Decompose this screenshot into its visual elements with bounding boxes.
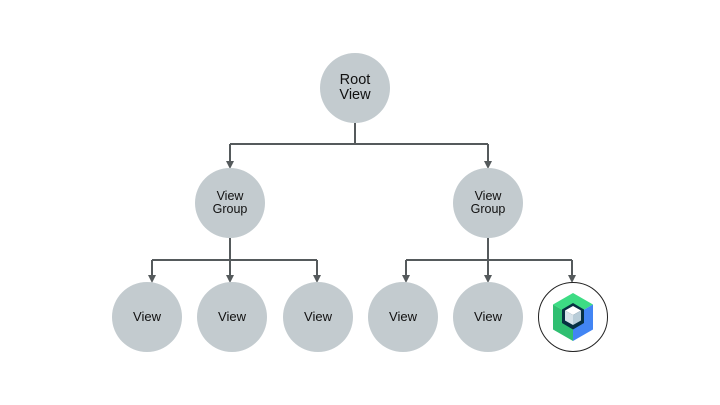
- view-label: View: [304, 309, 332, 325]
- root-view-label: Root View: [339, 71, 371, 103]
- view-label: View: [389, 309, 417, 325]
- view-node-left-1: View: [112, 282, 182, 352]
- view-group-label: View Group: [470, 188, 506, 216]
- compose-view-node: [538, 282, 608, 352]
- view-label: View: [133, 309, 161, 325]
- view-group-label: View Group: [212, 188, 248, 216]
- view-node-left-3: View: [283, 282, 353, 352]
- view-label: View: [474, 309, 502, 325]
- root-view-node: Root View: [320, 53, 390, 123]
- jetpack-compose-icon: [553, 293, 593, 341]
- view-group-node-left: View Group: [195, 168, 265, 238]
- view-node-left-2: View: [197, 282, 267, 352]
- view-node-right-1: View: [368, 282, 438, 352]
- view-group-node-right: View Group: [453, 168, 523, 238]
- view-label: View: [218, 309, 246, 325]
- view-node-right-2: View: [453, 282, 523, 352]
